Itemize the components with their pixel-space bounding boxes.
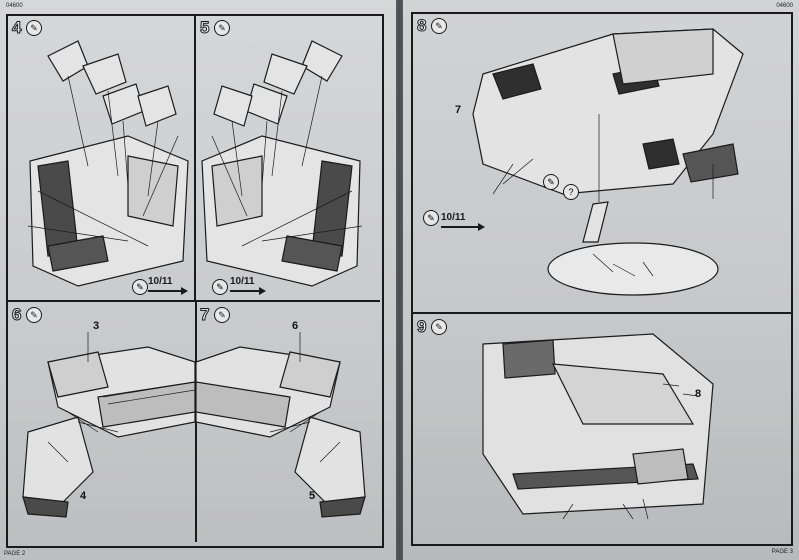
- right-frame: [411, 12, 793, 546]
- step-9-panel: 9 ✎ 8: [413, 314, 791, 540]
- next-step-label: 10/11: [441, 212, 466, 223]
- step-4-panel: 4 ✎ 10/11 ✎: [8, 16, 196, 302]
- grille: [682, 143, 739, 183]
- page-code: 04600: [776, 3, 793, 9]
- leg-assembly: [22, 416, 94, 503]
- step-9-illustration: [482, 333, 714, 520]
- page-footer: PAGE 2: [4, 551, 26, 557]
- display-base: [547, 242, 719, 296]
- glue-icon: ✎: [212, 279, 228, 295]
- step-8-illustration: [472, 28, 744, 296]
- glue-icon: ✎: [132, 279, 148, 295]
- part-callout: 5: [309, 490, 316, 502]
- page-footer: PAGE 3: [771, 549, 793, 555]
- step-number: 4: [11, 18, 22, 37]
- step-4-illustration: [27, 40, 189, 287]
- deck-plate: [127, 155, 179, 227]
- part-callout: 4: [80, 490, 87, 502]
- arrow-icon: [230, 287, 266, 295]
- deck-plate: [211, 155, 263, 227]
- next-step-label: 10/11: [148, 276, 173, 287]
- step-number: 5: [199, 18, 210, 37]
- hatch-dark: [642, 138, 680, 170]
- step-glue-icon: ✎: [26, 20, 42, 36]
- arrow-icon: [441, 223, 485, 231]
- leg-part-4: [213, 85, 253, 127]
- step-glue-icon: ✎: [431, 18, 447, 34]
- step-glue-icon: ✎: [26, 307, 42, 323]
- leg-part-2: [263, 53, 308, 95]
- leg-part-1: [47, 40, 89, 82]
- part-callout: 3: [93, 320, 100, 332]
- leg-part-4: [137, 85, 177, 127]
- glue-icon: ✎: [423, 210, 439, 226]
- part-callout: 7: [455, 104, 462, 116]
- step-8-panel: 8 ✎ 7 ? ✎: [413, 14, 791, 314]
- vent-panel: [502, 339, 556, 379]
- part-callout: 8: [695, 388, 702, 400]
- step-glue-icon: ✎: [214, 307, 230, 323]
- left-frame: [6, 14, 384, 548]
- step-number: 7: [199, 305, 210, 324]
- step-number: 6: [11, 305, 22, 324]
- leg-assembly: [294, 416, 366, 503]
- arrow-icon: [148, 287, 188, 295]
- hatch-dark: [492, 63, 542, 100]
- claw-part: [281, 235, 343, 272]
- glue-icon: ✎: [543, 174, 559, 190]
- detail-plate: [632, 448, 689, 485]
- canopy-curve: [551, 363, 695, 425]
- claw-part: [47, 235, 109, 272]
- step-5-illustration: [201, 40, 363, 287]
- step-5-panel: 5 ✎ 10/11 ✎: [196, 16, 380, 302]
- foot-part: [319, 496, 366, 518]
- step-glue-icon: ✎: [214, 20, 230, 36]
- hull-block: [279, 351, 341, 398]
- hull-block: [47, 351, 109, 398]
- leg-part-1: [301, 40, 343, 82]
- vent-strip: [196, 381, 291, 428]
- question-icon: ?: [563, 184, 579, 200]
- left-page: 04600 PAGE 2 4 ✎: [0, 0, 396, 560]
- step-glue-icon: ✎: [431, 319, 447, 335]
- step-6-illustration: [22, 332, 195, 518]
- step-number: 9: [416, 317, 427, 336]
- step-7-panel: 7 ✎ 6 5: [196, 302, 380, 542]
- page-code: 04600: [6, 3, 23, 9]
- right-page: 04600 PAGE 3 8 ✎: [403, 0, 799, 560]
- next-step-label: 10/11: [230, 276, 255, 287]
- leg-part-3: [102, 83, 145, 125]
- foot-part: [22, 496, 69, 518]
- canopy: [612, 28, 714, 85]
- leg-part-2: [82, 53, 127, 95]
- step-number: 8: [416, 16, 427, 35]
- part-callout: 6: [292, 320, 299, 332]
- stand-post: [582, 201, 609, 243]
- leg-part-3: [245, 83, 288, 125]
- step-6-panel: 6 ✎ 3 4: [8, 302, 197, 542]
- step-7-illustration: [196, 332, 366, 518]
